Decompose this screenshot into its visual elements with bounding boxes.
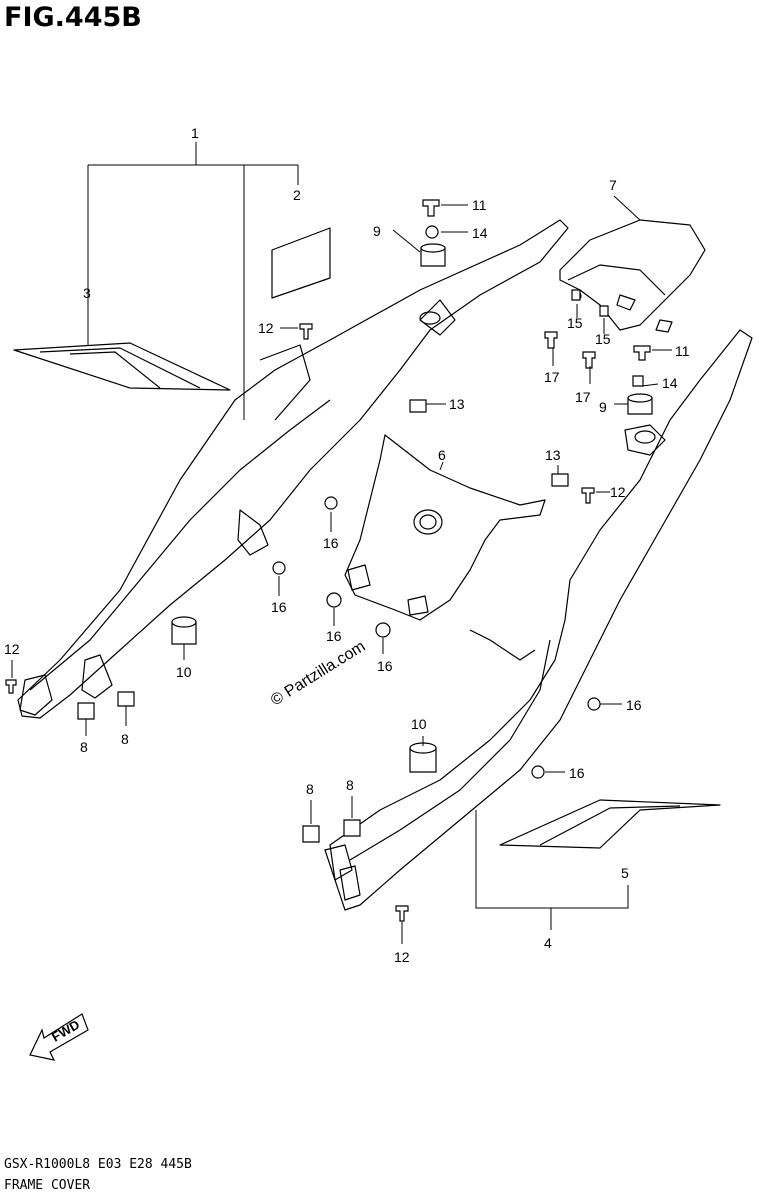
callout-12d: 12 xyxy=(394,949,410,965)
callout-12b: 12 xyxy=(610,484,626,500)
callout-8a: 8 xyxy=(80,739,88,755)
callout-9a: 9 xyxy=(373,223,381,239)
callout-10b: 10 xyxy=(411,716,427,732)
part-14-collar-upper xyxy=(425,225,439,239)
callout-8d: 8 xyxy=(346,777,354,793)
part-1-left-frame-cover xyxy=(17,219,569,719)
callout-8b: 8 xyxy=(121,731,129,747)
callout-11a: 11 xyxy=(472,197,487,213)
callout-16d: 16 xyxy=(377,658,393,674)
callout-14b: 14 xyxy=(662,375,678,391)
part-16-clip-a xyxy=(324,496,338,510)
part-16-clip-f xyxy=(531,765,545,779)
footer-figure-name: FRAME COVER xyxy=(4,1178,91,1193)
callout-4: 4 xyxy=(544,935,552,951)
callout-12a: 12 xyxy=(258,320,274,336)
part-15-nut-b xyxy=(599,305,609,317)
part-16-clip-e xyxy=(587,697,601,711)
part-11-bolt-upper xyxy=(422,199,440,217)
part-11-bolt-right xyxy=(633,345,651,361)
bracket-part-1 xyxy=(87,142,299,420)
callout-3: 3 xyxy=(83,285,91,301)
part-14-collar-right xyxy=(632,375,644,387)
part-4-right-frame-cover xyxy=(324,329,753,911)
callout-13b: 13 xyxy=(545,447,561,463)
part-13-clip-a xyxy=(409,399,427,413)
footer-model-code: GSX-R1000L8 E03 E28 445B xyxy=(4,1157,192,1172)
callout-16c: 16 xyxy=(326,628,342,644)
part-16-clip-c xyxy=(326,592,342,608)
callout-17b: 17 xyxy=(575,389,591,405)
part-12-bolt-d xyxy=(395,905,409,922)
part-17-screw-a xyxy=(544,331,558,349)
callout-2: 2 xyxy=(293,187,301,203)
part-13-clip-b xyxy=(551,473,569,487)
part-12-bolt-b xyxy=(581,487,595,504)
callout-10a: 10 xyxy=(176,664,192,680)
callout-1: 1 xyxy=(191,125,199,141)
part-12-bolt-a xyxy=(299,323,313,340)
callout-15b: 15 xyxy=(595,331,611,347)
callout-15a: 15 xyxy=(567,315,583,331)
callout-16f: 16 xyxy=(569,765,585,781)
callout-6: 6 xyxy=(438,447,446,463)
callout-labels: 1 2 3 4 5 6 7 8 8 8 8 9 9 10 10 11 11 12… xyxy=(4,125,690,965)
callout-13a: 13 xyxy=(449,396,465,412)
part-8-grommet-d xyxy=(343,819,361,837)
part-17-screw-b xyxy=(582,351,596,369)
bracket-part-4 xyxy=(475,810,629,930)
leader-lines xyxy=(11,195,672,944)
part-8-grommet-a xyxy=(77,702,95,720)
callout-16b: 16 xyxy=(271,599,287,615)
part-2-decal xyxy=(271,227,331,299)
part-5-stripe-decal xyxy=(499,799,721,849)
part-6-center-cover xyxy=(344,434,546,621)
callout-7: 7 xyxy=(609,177,617,193)
callout-8c: 8 xyxy=(306,781,314,797)
hardware xyxy=(5,199,653,922)
part-12-bolt-c xyxy=(5,679,17,694)
callout-11b: 11 xyxy=(675,343,690,359)
callout-16e: 16 xyxy=(626,697,642,713)
part-8-grommet-c xyxy=(302,825,320,843)
callout-16a: 16 xyxy=(323,535,339,551)
callout-12c: 12 xyxy=(4,641,20,657)
callout-17a: 17 xyxy=(544,369,560,385)
part-15-nut-a xyxy=(571,289,581,301)
part-16-clip-b xyxy=(272,561,286,575)
part-8-grommet-b xyxy=(117,691,135,707)
callout-9b: 9 xyxy=(599,399,607,415)
part-16-clip-d xyxy=(375,622,391,638)
fwd-arrow-icon: FWD xyxy=(29,1013,89,1061)
part-3-stripe-decal xyxy=(13,342,231,391)
callout-14a: 14 xyxy=(472,225,488,241)
callout-5: 5 xyxy=(621,865,629,881)
figure-title: FIG.445B xyxy=(4,2,142,33)
